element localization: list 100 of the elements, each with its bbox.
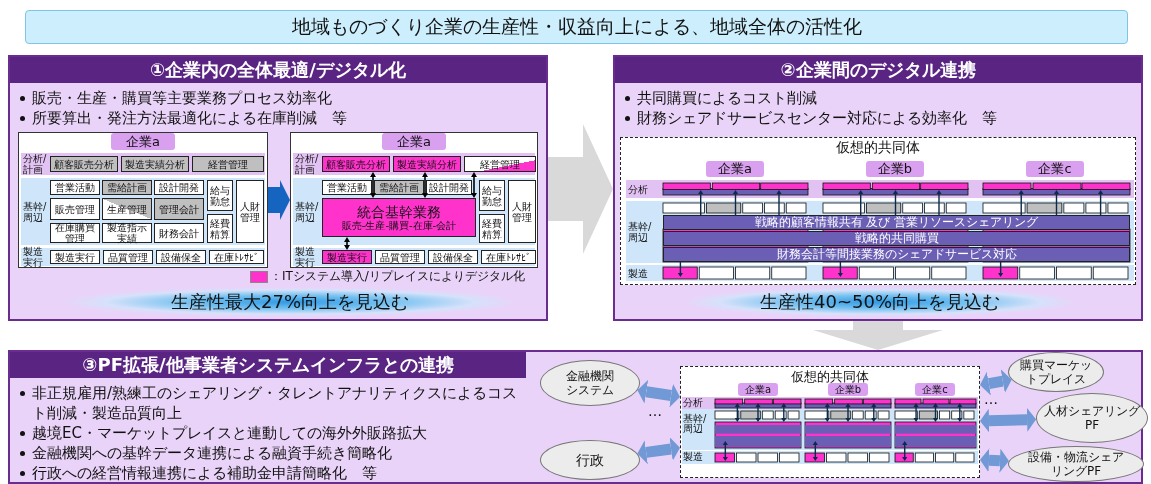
row-label: 基幹/周辺 bbox=[23, 200, 48, 223]
row-label: 製造実行 bbox=[295, 246, 316, 268]
process-box: 設備保全 bbox=[156, 250, 206, 264]
bullet-text: 販売・生産・購買等主要業務プロセス効率化 bbox=[18, 88, 534, 108]
community-title: 仮想的共同体 bbox=[836, 139, 920, 157]
company-tag: 企業c bbox=[915, 383, 955, 396]
section-panel bbox=[8, 55, 548, 321]
process-box: 経費精算 bbox=[479, 214, 505, 243]
process-box: 在庫ﾄﾚｻﾋﾞ bbox=[481, 250, 536, 264]
bullet-text: 非正規雇用/熟練工のシェアリング・タレントアナリティクスによるコスト削減・製造品質向上 bbox=[18, 383, 523, 423]
row-band bbox=[21, 178, 265, 245]
double-arrow bbox=[637, 437, 680, 465]
double-arrow bbox=[422, 172, 428, 198]
service-band: 財務会計等間接業務のシェアドサービス対応 bbox=[663, 247, 1130, 262]
process-box: 品質管理 bbox=[103, 250, 153, 264]
double-arrow bbox=[980, 407, 1037, 433]
process-box: 製造実績分析 bbox=[393, 156, 461, 172]
community-box bbox=[620, 137, 1136, 285]
process-box: 設計開発 bbox=[154, 180, 204, 195]
service-band: 戦略的共同購買 bbox=[663, 231, 1130, 246]
process-box: 給与勤怠 bbox=[207, 180, 233, 211]
process-box: 人財管理 bbox=[236, 180, 264, 243]
process-box: 製造実行 bbox=[322, 250, 372, 264]
bullet-text: 行政への経営情報連携による補助金申請簡略化 等 bbox=[18, 463, 523, 483]
service-band: 戦略的顧客情報共有 及び 営業リソースシェアリング bbox=[663, 215, 1130, 230]
bullet-text: 金融機関への基幹データ連携による融資手続き簡略化 bbox=[18, 443, 523, 463]
row-label: 分析 bbox=[683, 398, 704, 408]
process-box: 人財管理 bbox=[508, 180, 536, 243]
bullet-text: 所要算出・発注方法最適化による在庫削減 等 bbox=[18, 108, 534, 128]
process-box: 製造実行 bbox=[50, 250, 100, 264]
process-box: 経営管理 bbox=[192, 156, 264, 172]
integrated-system-box bbox=[322, 198, 476, 237]
row-label: 分析/計画 bbox=[23, 153, 48, 175]
process-box: 顧客販売分析 bbox=[50, 156, 118, 172]
row-label: 基幹/周辺 bbox=[683, 414, 708, 434]
row-label: 基幹/周辺 bbox=[295, 200, 320, 223]
system-title: 統合基幹業務 bbox=[357, 203, 441, 220]
block-arrow bbox=[548, 124, 613, 254]
company-tag: 企業c bbox=[1026, 161, 1084, 177]
double-arrow bbox=[980, 448, 1009, 473]
company-tag: 企業a bbox=[111, 133, 175, 150]
row-label: 製造実行 bbox=[23, 246, 44, 268]
row-band bbox=[21, 153, 265, 175]
process-box: 品質管理 bbox=[375, 250, 425, 264]
row-label: 分析/計画 bbox=[295, 153, 320, 175]
section-panel bbox=[613, 55, 1143, 321]
external-system-ellipse: 行政 bbox=[540, 440, 640, 480]
community-title: 仮想的共同体 bbox=[791, 368, 869, 384]
process-box: 管理会計 bbox=[154, 198, 204, 220]
row-label: 基幹/周辺 bbox=[628, 221, 653, 243]
community-box bbox=[680, 366, 980, 478]
company-tag: 企業a bbox=[706, 161, 764, 177]
external-system-ellipse: 購買マーケットプレイス bbox=[1008, 352, 1104, 392]
process-box: 財務会計 bbox=[154, 223, 204, 243]
row-band bbox=[293, 248, 535, 266]
process-box: 営業活動 bbox=[322, 180, 372, 195]
company-tag: 企業a bbox=[738, 383, 778, 396]
section-heading: ①企業内の全体最適/デジタル化 bbox=[10, 57, 546, 83]
process-box: 設備保全 bbox=[428, 250, 478, 264]
company-tag: 企業a bbox=[382, 133, 446, 150]
row-label: 製造 bbox=[683, 452, 704, 462]
row-band bbox=[293, 178, 535, 245]
legend-text: ：ITシステム導入/リプレイスによりデジタル化 bbox=[270, 270, 525, 283]
double-arrow bbox=[471, 172, 477, 198]
double-arrow bbox=[637, 379, 680, 408]
system-subtitle: 販売-生産-購買-在庫-会計 bbox=[341, 219, 457, 232]
process-box: 製造実績分析 bbox=[121, 156, 189, 172]
external-system-ellipse: 金融機関システム bbox=[540, 360, 640, 406]
bullet-text: 越境EC・マーケットプレイスと連動しての海外外販路拡大 bbox=[18, 423, 523, 443]
double-arrow bbox=[980, 369, 1012, 396]
row-band bbox=[21, 248, 265, 266]
block-arrow bbox=[268, 180, 290, 220]
block-arrow bbox=[813, 321, 943, 350]
process-box: 製造指示実績 bbox=[102, 223, 152, 243]
double-arrow bbox=[344, 237, 350, 250]
company-box bbox=[290, 132, 538, 268]
process-box: 営業活動 bbox=[50, 180, 100, 195]
row-label: 分析 bbox=[628, 183, 649, 195]
company-tag: 企業b bbox=[828, 383, 868, 396]
process-box: 需給計画 bbox=[374, 180, 424, 195]
title-banner: 地域ものづくり企業の生産性・収益向上による、地域全体の活性化 bbox=[25, 10, 1128, 44]
process-box: 販売管理 bbox=[50, 198, 100, 220]
row-label: 製造 bbox=[628, 267, 649, 279]
process-box: 生産管理 bbox=[102, 198, 152, 220]
process-box: 経費精算 bbox=[207, 214, 233, 243]
process-box: 顧客販売分析 bbox=[322, 156, 390, 172]
row-band bbox=[293, 153, 535, 175]
section-heading: ③PF拡張/他事業者システムインフラとの連携 bbox=[10, 352, 526, 378]
double-arrow bbox=[370, 172, 376, 198]
process-box: 設計開発 bbox=[426, 180, 472, 195]
process-box: 在庫購買管理 bbox=[50, 223, 100, 243]
process-box: 在庫ﾄﾚｻﾋﾞ bbox=[209, 250, 264, 264]
company-box bbox=[18, 132, 268, 268]
external-system-ellipse: 人材シェアリングPF bbox=[1036, 393, 1148, 443]
bullet-text: 財務シェアドサービスセンター対応による効率化 等 bbox=[623, 108, 1129, 128]
external-system-ellipse: 設備・物流シェアリングPF bbox=[1008, 446, 1144, 482]
process-box: 給与勤怠 bbox=[479, 180, 505, 211]
bullet-text: 共同購買によるコスト削減 bbox=[623, 88, 1129, 108]
company-tag: 企業b bbox=[866, 161, 924, 177]
ellipsis-mark: … bbox=[648, 404, 663, 418]
